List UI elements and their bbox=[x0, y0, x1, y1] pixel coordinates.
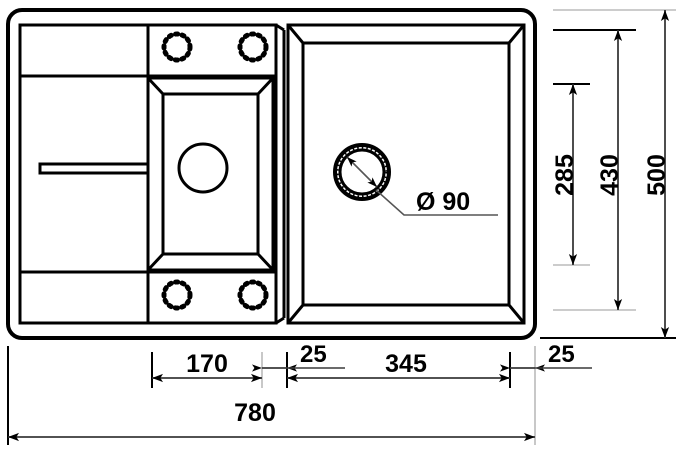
main-bowl-bevel-bl bbox=[286, 304, 305, 324]
dim-25-right-label: 25 bbox=[548, 341, 575, 368]
drainboard-groove bbox=[38, 162, 150, 175]
diameter-leader-line bbox=[375, 189, 498, 216]
vertical-dimension-group: 285 430 500 bbox=[540, 9, 676, 339]
sink-outer-outline bbox=[6, 8, 537, 340]
bowl-divider-wall bbox=[274, 23, 286, 325]
faucet-hole-bottom-left-icon bbox=[161, 279, 193, 311]
dim-170-label: 170 bbox=[186, 350, 228, 378]
dim-780: 780 bbox=[8, 399, 535, 442]
horizontal-dimension-group: 170 25 345 25 780 bbox=[7, 341, 592, 445]
dim-500-label: 500 bbox=[643, 154, 671, 196]
dim-780-label: 780 bbox=[234, 399, 276, 427]
small-bowl-drain-icon bbox=[177, 142, 229, 194]
right-main-bowl bbox=[286, 23, 526, 325]
center-small-bowl bbox=[146, 76, 275, 272]
dim-430-label: 430 bbox=[596, 154, 624, 196]
faucet-hole-top-right-icon bbox=[237, 31, 269, 63]
dim-500: 500 bbox=[540, 9, 676, 339]
sink-body bbox=[6, 8, 537, 340]
dim-345: 345 bbox=[287, 350, 510, 383]
dim-diameter-90: Ø 90 bbox=[346, 156, 498, 216]
small-bowl-bevel-br bbox=[256, 252, 275, 272]
small-bowl-bevel-tr bbox=[256, 76, 275, 96]
dim-430: 430 bbox=[553, 29, 636, 311]
faucet-hole-bottom-right-icon bbox=[237, 279, 269, 311]
divider-bevel-bottom bbox=[275, 316, 285, 325]
dim-diameter-90-label: Ø 90 bbox=[416, 188, 470, 216]
small-bowl-bevel-tl bbox=[146, 76, 165, 96]
faucet-hole-top-left-icon bbox=[161, 31, 193, 63]
main-bowl-drain-inner-icon bbox=[338, 148, 386, 196]
dim-25-left-label: 25 bbox=[300, 341, 327, 368]
dim-285: 285 bbox=[551, 83, 590, 266]
dim-25-left: 25 bbox=[252, 341, 345, 372]
diameter-arrow-line bbox=[346, 156, 378, 188]
dim-25-right: 25 bbox=[500, 341, 592, 372]
small-bowl-bevel-bl bbox=[146, 252, 165, 272]
main-bowl-drain-mid-icon bbox=[336, 146, 388, 198]
main-bowl-bevel-br bbox=[507, 304, 526, 324]
faucet-hole-group bbox=[161, 31, 269, 311]
divider-bevel-top bbox=[275, 23, 285, 32]
dim-285-label: 285 bbox=[551, 154, 579, 196]
dim-170: 170 bbox=[152, 350, 262, 383]
main-bowl-bevel-tr bbox=[507, 24, 526, 44]
main-bowl-bevel-tl bbox=[286, 24, 305, 44]
dim-345-label: 345 bbox=[385, 350, 427, 378]
main-bowl-drain-outer-icon bbox=[333, 143, 391, 201]
